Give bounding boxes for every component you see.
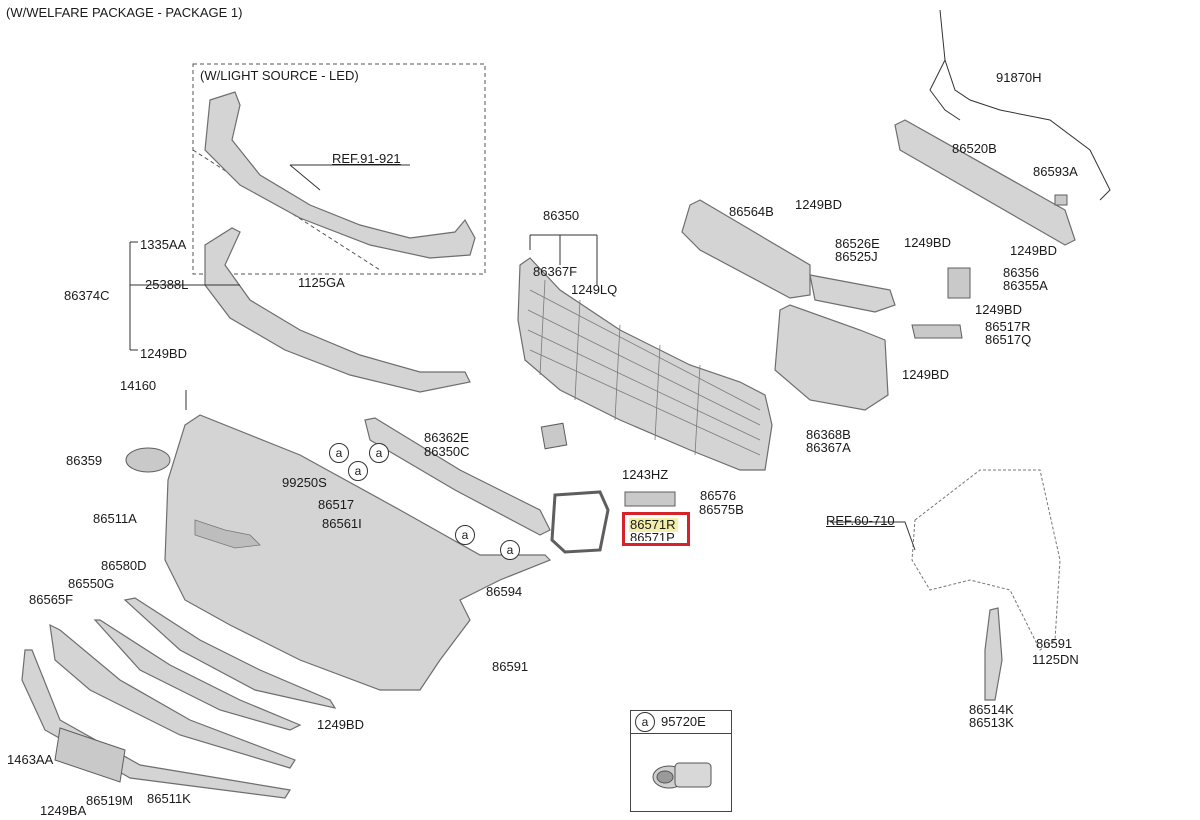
part-label-99250S[interactable]: 99250S: [282, 475, 327, 490]
part-label-1249LQ[interactable]: 1249LQ: [571, 282, 618, 297]
part-label-86517[interactable]: 86517: [318, 497, 355, 512]
part-label-86350[interactable]: 86350: [543, 208, 580, 223]
part-label-86561I[interactable]: 86561I: [322, 516, 362, 531]
part-label-1249BD-f[interactable]: 1249BD: [902, 367, 949, 382]
lower-strip-part: [123, 597, 337, 709]
led-inset-frame: [192, 63, 486, 275]
part-label-1125DN[interactable]: 1125DN: [1032, 652, 1079, 667]
part-label-86368B[interactable]: 86368B: [806, 427, 851, 442]
lower-trim-part: [93, 619, 302, 731]
fog-lamp-bezel-part: [550, 490, 610, 554]
part-label-86591-b[interactable]: 86591: [1036, 636, 1073, 651]
part-label-14160[interactable]: 14160: [120, 378, 157, 393]
part-label-1125GA[interactable]: 1125GA: [298, 275, 345, 290]
small-bracket-part: [947, 267, 971, 299]
radiator-grille-part: [517, 257, 773, 471]
part-label-86564B[interactable]: 86564B: [729, 204, 774, 219]
part-label-86580D[interactable]: 86580D: [101, 558, 147, 573]
callout-a-5: a: [500, 540, 520, 560]
part-label-1249BD-c[interactable]: 1249BD: [904, 235, 951, 250]
part-label-86571R[interactable]: 86571R: [630, 517, 676, 532]
callout-a-1: a: [329, 443, 349, 463]
part-label-86362E[interactable]: 86362E: [424, 430, 469, 445]
license-plate-bracket-part: [54, 727, 126, 783]
part-label-86511K[interactable]: 86511K: [147, 791, 191, 806]
part-label-86355A[interactable]: 86355A: [1003, 278, 1048, 293]
grille-piece-part: [809, 274, 896, 313]
fender-outline: [911, 469, 1061, 651]
part-label-86367A[interactable]: 86367A: [806, 440, 851, 455]
part-label-1249BA[interactable]: 1249BA: [40, 803, 87, 818]
part-label-86350C[interactable]: 86350C: [424, 444, 470, 459]
front-bumper-cover-part: [164, 414, 552, 691]
part-label-1249BD-d[interactable]: 1249BD: [1010, 243, 1057, 258]
ref-60-710-link[interactable]: REF.60-710: [826, 513, 895, 528]
part-label-86517R[interactable]: 86517R: [985, 319, 1031, 334]
parking-sensor-icon: [652, 762, 712, 789]
ref-91-921-link[interactable]: REF.91-921: [332, 151, 401, 166]
sensor-legend-box: a 95720E: [630, 710, 732, 812]
part-label-86367F[interactable]: 86367F: [533, 264, 578, 279]
part-label-86520B[interactable]: 86520B: [952, 141, 997, 156]
part-label-86519M[interactable]: 86519M: [86, 793, 133, 808]
part-label-86511A[interactable]: 86511A: [93, 511, 137, 526]
legend-part-95720E[interactable]: 95720E: [661, 714, 706, 729]
part-label-86550G[interactable]: 86550G: [68, 576, 115, 591]
part-label-86593A[interactable]: 86593A: [1033, 164, 1078, 179]
part-label-86374C[interactable]: 86374C: [64, 288, 110, 303]
lip-spoiler-part: [49, 623, 296, 769]
part-label-1463AA[interactable]: 1463AA: [7, 752, 54, 767]
part-label-86576[interactable]: 86576: [700, 488, 737, 503]
part-label-86525J[interactable]: 86525J: [835, 249, 878, 264]
upper-garnish-part: [204, 227, 471, 393]
upper-grille-strip-part: [681, 199, 811, 299]
part-label-86571P[interactable]: 86571P: [630, 531, 675, 541]
legend-symbol-a: a: [635, 712, 655, 732]
part-label-86517Q[interactable]: 86517Q: [985, 332, 1032, 347]
part-label-86594[interactable]: 86594: [486, 584, 523, 599]
part-label-86513K[interactable]: 86513K: [969, 715, 1014, 730]
part-label-1249BD-g[interactable]: 1249BD: [317, 717, 364, 732]
part-label-1249BD-a[interactable]: 1249BD: [140, 346, 187, 361]
callout-a-3: a: [348, 461, 368, 481]
diagram-title: (W/WELFARE PACKAGE - PACKAGE 1): [6, 5, 243, 20]
part-label-86575B[interactable]: 86575B: [699, 502, 744, 517]
skid-plate-part: [21, 649, 291, 799]
part-label-86526E[interactable]: 86526E: [835, 236, 880, 251]
callout-a-2: a: [369, 443, 389, 463]
part-label-86514K[interactable]: 86514K: [969, 702, 1014, 717]
led-inset-title: (W/LIGHT SOURCE - LED): [200, 68, 359, 83]
part-label-86565F[interactable]: 86565F: [29, 592, 74, 607]
part-label-86591-a[interactable]: 86591: [492, 659, 529, 674]
highlighted-part-frame[interactable]: 86571R 86571P: [622, 512, 690, 546]
cover-part: [624, 491, 676, 507]
part-label-86359[interactable]: 86359: [66, 453, 103, 468]
callout-a-4: a: [455, 525, 475, 545]
lower-grille-part: [364, 417, 551, 536]
part-label-86356[interactable]: 86356: [1003, 265, 1040, 280]
part-label-1243HZ[interactable]: 1243HZ: [622, 467, 669, 482]
led-light-bar-part: [204, 91, 476, 259]
part-label-1249BD-b[interactable]: 1249BD: [795, 197, 842, 212]
fender-guard-part: [984, 607, 1003, 701]
bumper-beam-part: [894, 119, 1076, 246]
side-trim-part: [911, 324, 963, 339]
part-label-91870H[interactable]: 91870H: [996, 70, 1042, 85]
bracket-part: [774, 304, 889, 411]
part-label-25388L[interactable]: 25388L: [145, 277, 189, 292]
emblem-part: [125, 447, 171, 473]
part-label-1335AA[interactable]: 1335AA: [140, 237, 187, 252]
part-label-1249BD-e[interactable]: 1249BD: [975, 302, 1022, 317]
